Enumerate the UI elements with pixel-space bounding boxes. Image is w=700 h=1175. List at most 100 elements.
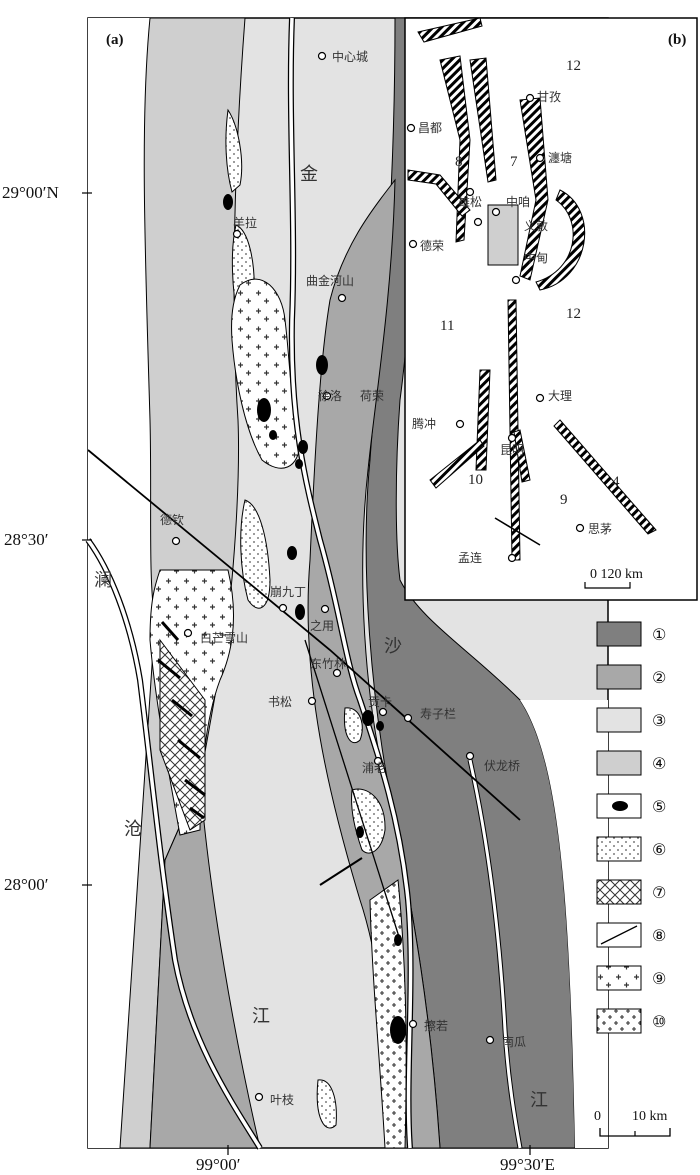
place-baimang-xueshan: 白芒雪山 bbox=[200, 630, 248, 645]
lon-label-9930: 99°30′E bbox=[500, 1155, 555, 1174]
legend-label-4: ④ bbox=[652, 754, 666, 773]
legend-swatch-10 bbox=[596, 1008, 642, 1034]
place-bengjiuding: 崩九丁 bbox=[270, 585, 306, 599]
legend-swatch-7 bbox=[596, 879, 642, 905]
fault-tick-marks bbox=[157, 621, 206, 820]
lat-label-28: 28°00′ bbox=[4, 875, 49, 894]
legend-label-10: ⑩ bbox=[652, 1012, 666, 1031]
river-label-jiang-right: 江 bbox=[530, 1090, 548, 1111]
inset-localities bbox=[406, 93, 585, 563]
fault-minor bbox=[304, 639, 401, 941]
jinsha-river bbox=[289, 17, 413, 1149]
place-qujinheshan: 曲金河山 bbox=[306, 273, 354, 288]
place-deqin: 德钦 bbox=[160, 512, 184, 527]
legend-swatch-3 bbox=[596, 707, 642, 733]
place-herong: 荷荣 bbox=[360, 389, 384, 403]
inset-scale-label: 0 120 km bbox=[590, 567, 643, 582]
river-label-jin: 金 bbox=[300, 164, 318, 185]
river-label-lan: 澜 bbox=[94, 570, 112, 591]
river-label-sha: 沙 bbox=[384, 636, 402, 657]
inset-map-panel: 甘孜 昌都 瀍塘 雄松 中咱 义敦 德荣 中甸 大理 腾冲 昆明 思茅 孟连 1… bbox=[404, 17, 698, 601]
unit-east-blank bbox=[520, 700, 608, 1148]
legend-swatch-4 bbox=[596, 750, 642, 776]
place-shusong: 书松 bbox=[268, 695, 292, 709]
inset-scale-bar bbox=[584, 582, 631, 589]
locality-markers bbox=[171, 51, 495, 1102]
river-label-cang: 沧 bbox=[124, 819, 142, 840]
place-fulongqiao: 伏龙桥 bbox=[484, 759, 520, 773]
place-pulao: 浦老 bbox=[362, 761, 386, 775]
place-xuluo: 徐洛 bbox=[318, 388, 342, 403]
inset-place-dali: 大理 bbox=[548, 389, 572, 403]
inset-place-yidun: 义敦 bbox=[524, 218, 548, 233]
legend-swatch-1 bbox=[596, 621, 642, 647]
unit-9-granite-north bbox=[231, 278, 301, 469]
lancang-river bbox=[86, 538, 262, 1149]
inset-unit-8: 8 bbox=[455, 154, 463, 170]
place-zhiyong: 之用 bbox=[310, 619, 334, 633]
place-caruo: 擦若 bbox=[424, 1019, 448, 1033]
inset-unit-7: 7 bbox=[510, 154, 518, 170]
place-dongzhulin: 东竹林 bbox=[310, 657, 346, 671]
panel-a-label: (a) bbox=[106, 32, 124, 48]
inset-unit-12-north: 12 bbox=[566, 58, 581, 74]
river-label-jiang-left: 江 bbox=[252, 1006, 270, 1027]
unit-6-dotted-north bbox=[225, 108, 243, 193]
inset-place-zhongdian: 中甸 bbox=[524, 250, 548, 265]
inset-suture-belts bbox=[407, 17, 657, 561]
legend-label-3: ③ bbox=[652, 711, 666, 730]
inset-unit-4: 4 bbox=[612, 474, 620, 490]
legend-label-2: ② bbox=[652, 668, 666, 687]
inset-unit-11: 11 bbox=[440, 318, 454, 334]
legend-label-1: ① bbox=[652, 625, 666, 644]
inset-place-changdu: 昌都 bbox=[418, 121, 442, 135]
scale-zero: 0 bbox=[594, 1109, 601, 1124]
inset-unit-10: 10 bbox=[468, 472, 483, 488]
lat-label-29: 29°00′N bbox=[2, 183, 59, 202]
place-yangla: 羊拉 bbox=[233, 215, 257, 230]
inset-place-tengchong: 腾冲 bbox=[412, 416, 436, 431]
fault-nw-se bbox=[87, 449, 521, 821]
legend-label-6: ⑥ bbox=[652, 840, 666, 859]
inset-place-zhongza: 中咱 bbox=[506, 194, 530, 209]
ore-bodies bbox=[223, 194, 406, 1044]
legend-label-9: ⑨ bbox=[652, 969, 666, 988]
unit-6-dotted-south bbox=[316, 1079, 337, 1129]
east-river bbox=[468, 759, 522, 1149]
legend-swatch-6 bbox=[596, 836, 642, 862]
unit-6-dotted-gongka bbox=[343, 707, 363, 744]
panel-b-label: (b) bbox=[668, 32, 686, 48]
inset-study-area bbox=[487, 204, 519, 266]
place-zhongxincheng: 中心城 bbox=[332, 49, 368, 64]
fault-arrow-short bbox=[319, 857, 363, 886]
place-shouzilan: 寿子栏 bbox=[420, 706, 456, 721]
inset-place-derong: 德荣 bbox=[420, 238, 444, 253]
unit-10-granite-south bbox=[369, 879, 407, 1149]
inset-place-kunming: 昆明 bbox=[500, 443, 524, 457]
inset-unit-12-south: 12 bbox=[566, 306, 581, 322]
inset-place-litang: 瀍塘 bbox=[548, 150, 572, 165]
inset-unit-9: 9 bbox=[560, 492, 568, 508]
place-gongka: 贡卡 bbox=[368, 695, 392, 709]
inset-frame bbox=[404, 17, 698, 601]
inset-place-ganzi: 甘孜 bbox=[537, 90, 561, 104]
legend-swatch-2 bbox=[596, 664, 642, 690]
legend-label-8: ⑧ bbox=[652, 926, 666, 945]
inset-fault-line bbox=[494, 517, 541, 546]
main-scale-bar: 0 10 km bbox=[594, 1109, 671, 1137]
legend-label-5: ⑤ bbox=[652, 797, 666, 816]
legend-label-7: ⑦ bbox=[652, 883, 666, 902]
place-yezhi: 叶枝 bbox=[270, 1092, 294, 1107]
inset-place-simao: 思茅 bbox=[588, 522, 612, 536]
lon-label-99: 99°00′ bbox=[196, 1155, 241, 1174]
inset-place-menglian: 孟连 bbox=[458, 550, 482, 565]
place-nangua: 南瓜 bbox=[502, 1034, 526, 1049]
legend-swatch-9 bbox=[596, 965, 642, 991]
legend-fault-icon bbox=[600, 925, 638, 945]
scale-ten: 10 km bbox=[632, 1109, 668, 1124]
legend: ① ② ③ ④ ⑤ ⑥ ⑦ ⑧ ⑨ ⑩ bbox=[596, 621, 666, 1034]
legend-ore-icon bbox=[612, 801, 628, 811]
inset-place-xiongsong: 雄松 bbox=[458, 194, 482, 209]
lat-label-2830: 28°30′ bbox=[4, 530, 49, 549]
